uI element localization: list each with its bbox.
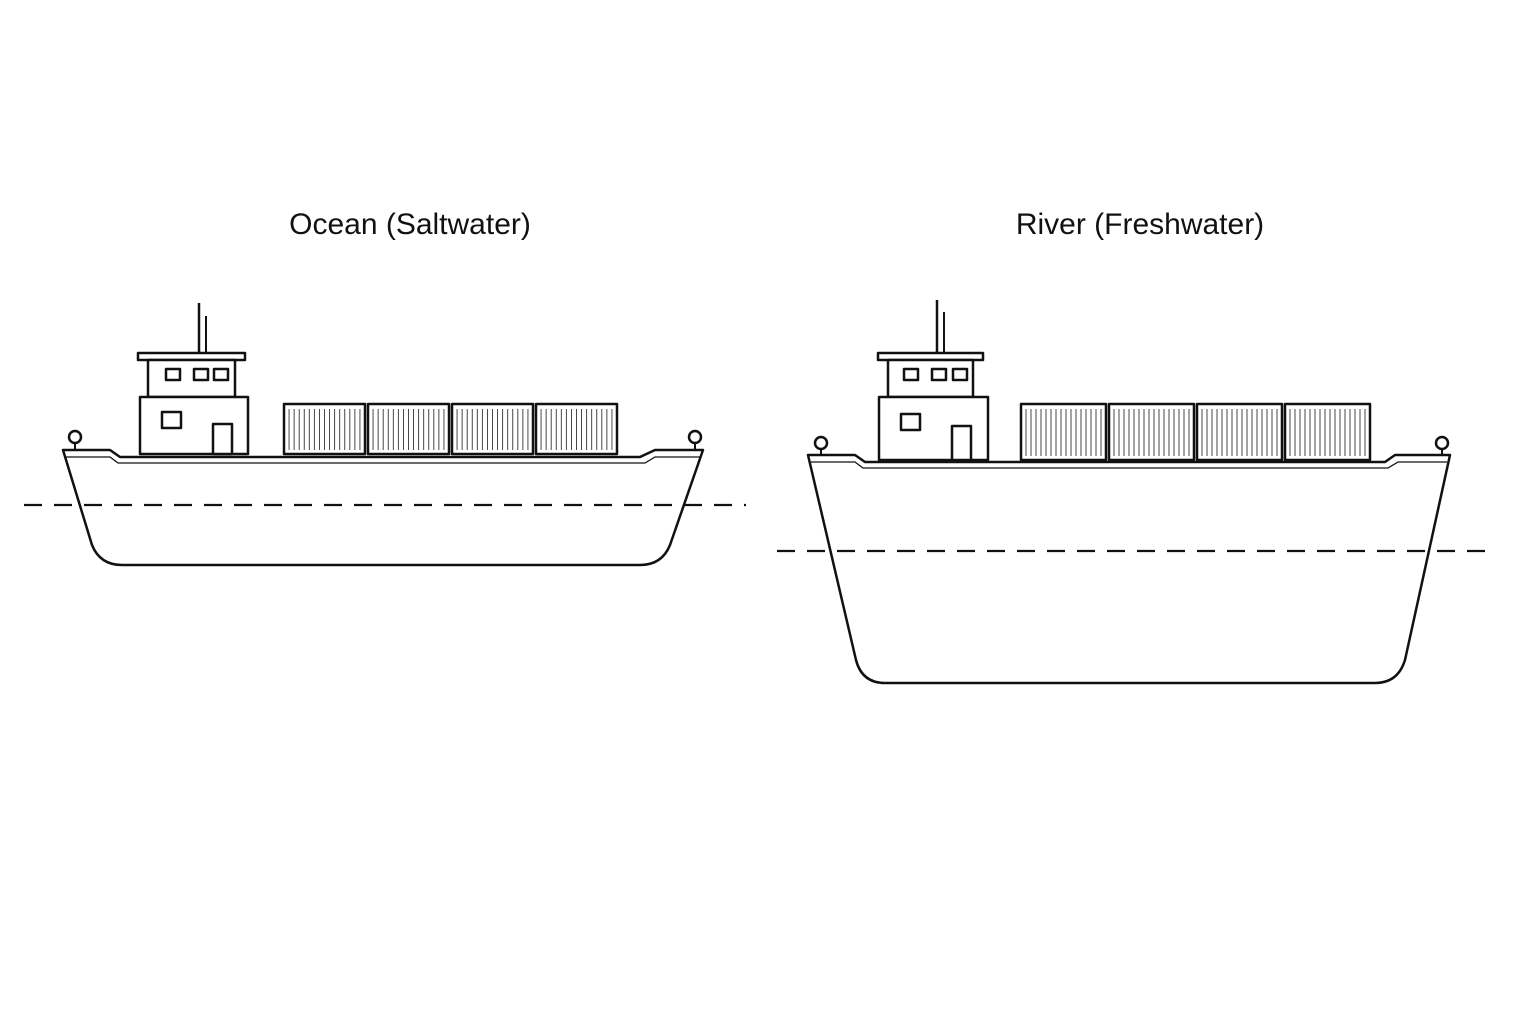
river-ship-bridge [876, 351, 990, 462]
river-ship-deck-edge [811, 461, 1447, 469]
ocean-ship-deck-edge [66, 456, 700, 464]
ocean-ship-mast [197, 303, 207, 353]
river-ship [806, 300, 1452, 685]
river-container [1195, 402, 1284, 462]
ocean-ship-bridge [136, 351, 250, 456]
ocean-container [450, 402, 535, 456]
ocean-container [366, 402, 451, 456]
river-ship-containers [1019, 402, 1372, 462]
ocean-container [282, 402, 367, 456]
ocean-ship [61, 303, 705, 567]
ocean-container [534, 402, 619, 456]
river-container [1019, 402, 1108, 462]
ocean-bow-bollard [67, 429, 83, 450]
river-bow-bollard [813, 435, 829, 455]
ocean-ship-containers [282, 402, 619, 456]
river-container [1283, 402, 1372, 462]
river-stern-bollard [1434, 435, 1450, 455]
ocean-ship-hull [61, 448, 705, 567]
river-panel-title: River (Freshwater) [1015, 208, 1265, 241]
ocean-stern-bollard [687, 429, 703, 450]
river-container [1107, 402, 1196, 462]
river-ship-hull [806, 453, 1452, 685]
river-ship-mast [935, 300, 945, 353]
ocean-panel-title: Ocean (Saltwater) [289, 208, 531, 241]
